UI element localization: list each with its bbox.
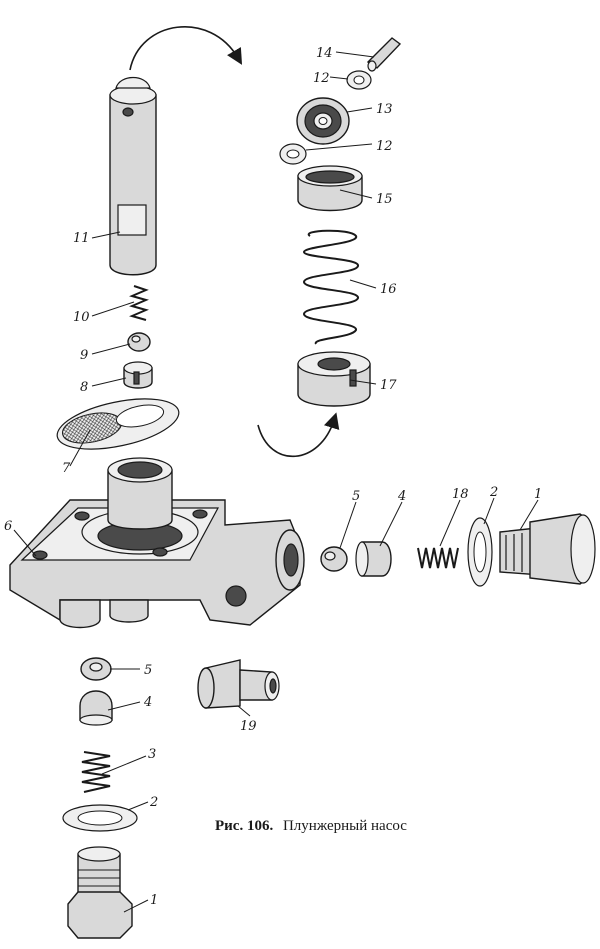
part-16-spring: [302, 229, 360, 345]
label-13: 13: [376, 102, 393, 117]
part-4-cap-right: [355, 541, 392, 577]
part-17-collar: [297, 351, 371, 407]
label-4-right: 4: [397, 489, 406, 504]
label-8: 8: [80, 380, 88, 395]
label-6: 6: [4, 519, 12, 534]
part-1-plug-bottom: [67, 846, 133, 939]
part-5-valve-bottom: [80, 657, 112, 681]
part-12-washer-top: [346, 70, 372, 90]
part-7-filter-gasket: [56, 398, 180, 450]
part-13-bearing: [296, 97, 350, 145]
label-12-top: 12: [313, 71, 330, 86]
part-15-cup: [297, 165, 363, 212]
label-7: 7: [62, 461, 71, 476]
part-3-spring: [81, 751, 111, 793]
rotation-arrow-top: [129, 26, 243, 71]
part-12-washer-bottom: [279, 143, 307, 165]
label-11: 11: [73, 231, 90, 246]
label-12-bottom: 12: [376, 139, 393, 154]
part-9-valve: [127, 332, 151, 352]
label-2-right: 2: [489, 485, 498, 500]
label-4-bottom: 4: [143, 695, 152, 710]
label-18: 18: [452, 487, 469, 502]
part-2-gasket-bottom: [62, 804, 138, 832]
rotation-arrow-bottom: [257, 412, 340, 458]
part-2-gasket-right: [467, 517, 493, 587]
part-19-fitting: [197, 659, 280, 709]
label-3: 3: [148, 747, 156, 762]
label-14: 14: [316, 46, 333, 61]
label-1-right: 1: [534, 487, 542, 502]
part-4-cap-bottom: [79, 690, 113, 726]
label-5-right: 5: [352, 489, 360, 504]
part-1-plug-right: [499, 513, 596, 585]
part-14-pin: [366, 37, 402, 72]
part-6-pump-body: [9, 457, 305, 629]
part-5-valve-right: [320, 546, 348, 572]
label-16: 16: [380, 282, 397, 297]
part-10-spring: [129, 285, 149, 321]
label-15: 15: [376, 192, 393, 207]
caption-prefix: Рис. 106.: [215, 818, 273, 834]
label-5-bottom: 5: [144, 663, 152, 678]
label-10: 10: [73, 310, 90, 325]
caption-title: Плунжерный насос: [283, 818, 407, 834]
part-18-spring: [417, 547, 459, 569]
label-17: 17: [380, 378, 397, 393]
part-11-plunger: [109, 76, 157, 276]
label-19: 19: [240, 719, 257, 734]
figure-caption: Рис. 106. Плунжерный насос: [215, 818, 407, 834]
label-2-bottom: 2: [149, 795, 158, 810]
label-1-bottom: 1: [150, 893, 158, 908]
leader-lines: [13, 51, 539, 913]
part-8-nut: [123, 361, 153, 389]
label-9: 9: [80, 348, 88, 363]
